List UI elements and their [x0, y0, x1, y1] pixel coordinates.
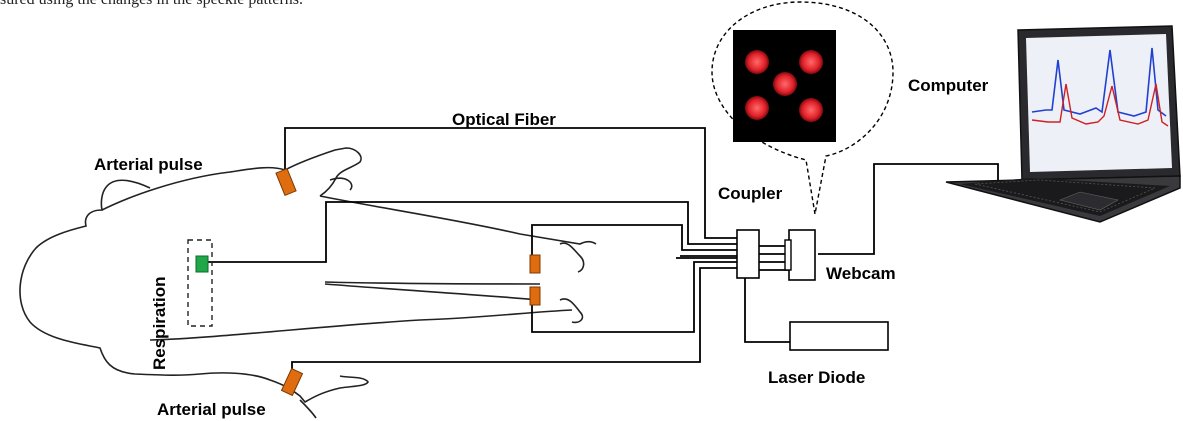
- human-body-outline: [19, 147, 597, 419]
- label-webcam: Webcam: [826, 264, 896, 283]
- laser-diode-box: [789, 321, 889, 351]
- coupler-box: [736, 229, 760, 279]
- respiration-dashed-box: [187, 239, 213, 327]
- speckle-pattern-callout: [711, 1, 894, 215]
- label-optical-fiber: Optical Fiber: [452, 110, 556, 129]
- trace-red: [1031, 83, 1169, 127]
- webcam-lens: [784, 239, 792, 271]
- caption-fragment: sured using the changes in the speckle p…: [0, 0, 303, 9]
- label-arterial-pulse-top: Arterial pulse: [94, 155, 203, 174]
- trace-blue: [1031, 47, 1167, 117]
- label-respiration: Respiration: [150, 276, 169, 370]
- label-arterial-pulse-bottom: Arterial pulse: [157, 400, 266, 419]
- label-coupler: Coupler: [718, 184, 783, 203]
- webcam-box: [788, 229, 816, 281]
- label-computer: Computer: [908, 76, 989, 95]
- label-laser-diode: Laser Diode: [768, 368, 866, 387]
- respiration-sensor: [195, 255, 209, 273]
- laptop-computer: [945, 25, 1181, 223]
- arterial-pulse-sensors: [275, 167, 541, 397]
